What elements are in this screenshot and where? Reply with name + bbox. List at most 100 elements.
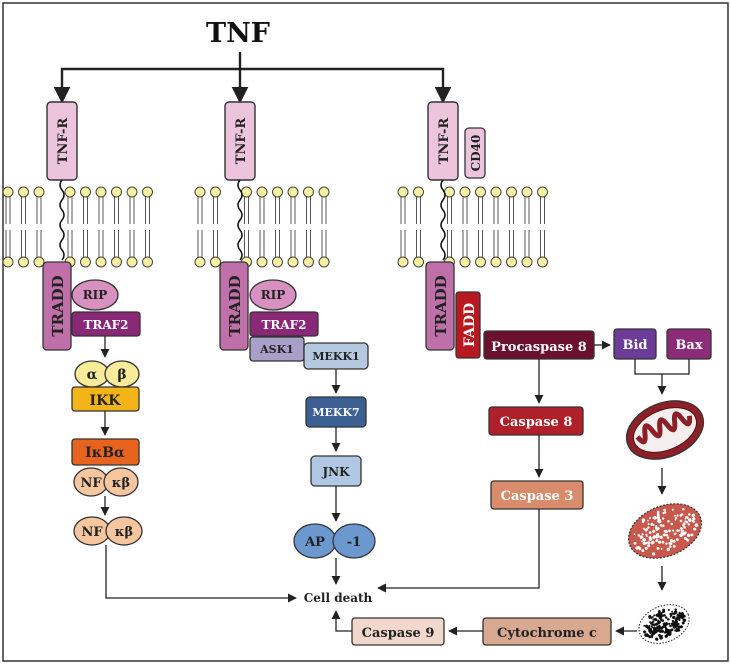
mito-speckle — [639, 535, 644, 539]
lipid-head — [194, 186, 206, 198]
lipid-head — [111, 186, 122, 198]
mito-speckle — [647, 526, 650, 529]
lipid-head — [210, 256, 221, 268]
mito-speckle — [680, 513, 684, 516]
lipid-head — [126, 256, 138, 268]
lipid-head — [142, 186, 153, 198]
mitochondrion-intact — [625, 400, 705, 460]
tradd-label-left: TRADD — [49, 275, 67, 336]
mito-speckle — [688, 513, 691, 516]
mito-speckle — [663, 622, 666, 625]
lipid-head — [506, 256, 517, 268]
mito-speckle — [659, 629, 663, 633]
mito-speckle — [661, 517, 665, 520]
mito-speckle — [642, 541, 647, 546]
lipid-head — [2, 256, 14, 268]
mito-speckle — [651, 626, 654, 629]
mito-speckle — [652, 627, 657, 632]
mito-speckle — [659, 535, 663, 540]
kb-bound — [103, 467, 139, 497]
mito-speckle — [673, 621, 676, 624]
mito-speckle — [682, 618, 687, 623]
lipid-head — [111, 256, 122, 268]
mito-speckle — [685, 515, 688, 518]
traf2-left — [71, 311, 141, 337]
fadd-label: FADD — [462, 303, 478, 347]
mito-speckle — [657, 619, 660, 622]
tradd-middle — [219, 261, 249, 351]
mito-speckle — [656, 546, 660, 550]
mito-speckle — [686, 538, 690, 542]
mito-speckle — [647, 544, 651, 548]
mito-speckle — [655, 525, 658, 528]
mito-speckle — [680, 612, 684, 616]
nf-bound-label: NF — [80, 476, 102, 491]
lipid-head — [287, 256, 299, 268]
lipid-head — [521, 256, 533, 268]
mitochondrion-ruptured — [638, 604, 690, 644]
mito-speckle — [680, 531, 683, 534]
mito-speckle — [638, 546, 642, 551]
mito-speckle — [643, 630, 647, 634]
jnk-label: JNK — [321, 465, 350, 479]
lipid-head — [2, 186, 14, 198]
mito-speckle — [648, 531, 652, 534]
tnf-receptor-right: TNF-R CD40 TRADD FADD — [425, 101, 486, 359]
mito-speckle — [667, 519, 670, 523]
mito-speckle — [653, 516, 657, 520]
mito-speckle — [641, 518, 646, 522]
ikk-alpha-label: α — [87, 367, 98, 383]
mito-speckle — [669, 539, 673, 543]
rip-left-label: RIP — [83, 288, 108, 302]
lipid-head — [194, 256, 206, 268]
mito-speckle — [677, 625, 682, 629]
mito-speckle — [642, 538, 646, 542]
caspase9-label: Caspase 9 — [362, 626, 435, 641]
tradd-label-right: TRADD — [432, 275, 450, 336]
ap1-one-label: -1 — [347, 535, 361, 550]
mito-speckle — [663, 614, 666, 617]
lipid-head — [459, 186, 471, 198]
lipid-head — [444, 186, 455, 198]
tnf-r-label-middle: TNF-R — [234, 118, 249, 165]
mito-speckle — [673, 610, 678, 614]
lipid-head — [126, 186, 138, 198]
mito-speckle — [675, 516, 678, 520]
lipid-head — [506, 186, 517, 198]
lipid-head — [413, 186, 424, 198]
ask1-label: ASK1 — [259, 343, 294, 356]
lipid-head — [256, 186, 268, 198]
tradd-left — [42, 261, 72, 351]
bid-label: Bid — [622, 338, 647, 353]
cell-membrane-left — [2, 186, 153, 268]
lipid-head — [318, 186, 330, 198]
caspase8-box — [488, 406, 584, 436]
mito-speckle — [674, 629, 677, 632]
mito-speckle — [649, 621, 652, 624]
mito-speckle — [633, 533, 636, 535]
lipid-head — [80, 186, 91, 198]
mito-speckle — [660, 547, 663, 550]
traf2-middle — [249, 311, 319, 337]
mito-speckle — [679, 533, 683, 538]
mito-speckle — [694, 528, 697, 531]
mito-speckle — [676, 514, 679, 517]
lipid-head — [64, 186, 76, 198]
mito-speckle — [678, 529, 681, 532]
mito-speckle — [671, 610, 673, 613]
lipid-head — [142, 256, 153, 268]
mito-speckle — [665, 622, 668, 624]
apoptosis-pathway: Procaspase 8 Bid Bax Cytochrome c Caspas… — [331, 328, 712, 646]
mito-speckle — [676, 613, 679, 616]
mekk7-label: MEKK7 — [312, 406, 359, 419]
lipid-head — [272, 186, 283, 198]
mito-speckle — [672, 615, 676, 620]
rip-left — [71, 279, 119, 311]
mito-speckle — [637, 534, 641, 537]
mito-speckle — [661, 614, 664, 617]
mito-speckle — [679, 616, 682, 619]
ap1-one — [332, 523, 376, 559]
lipid-head — [303, 186, 314, 198]
rip-middle — [249, 279, 297, 311]
